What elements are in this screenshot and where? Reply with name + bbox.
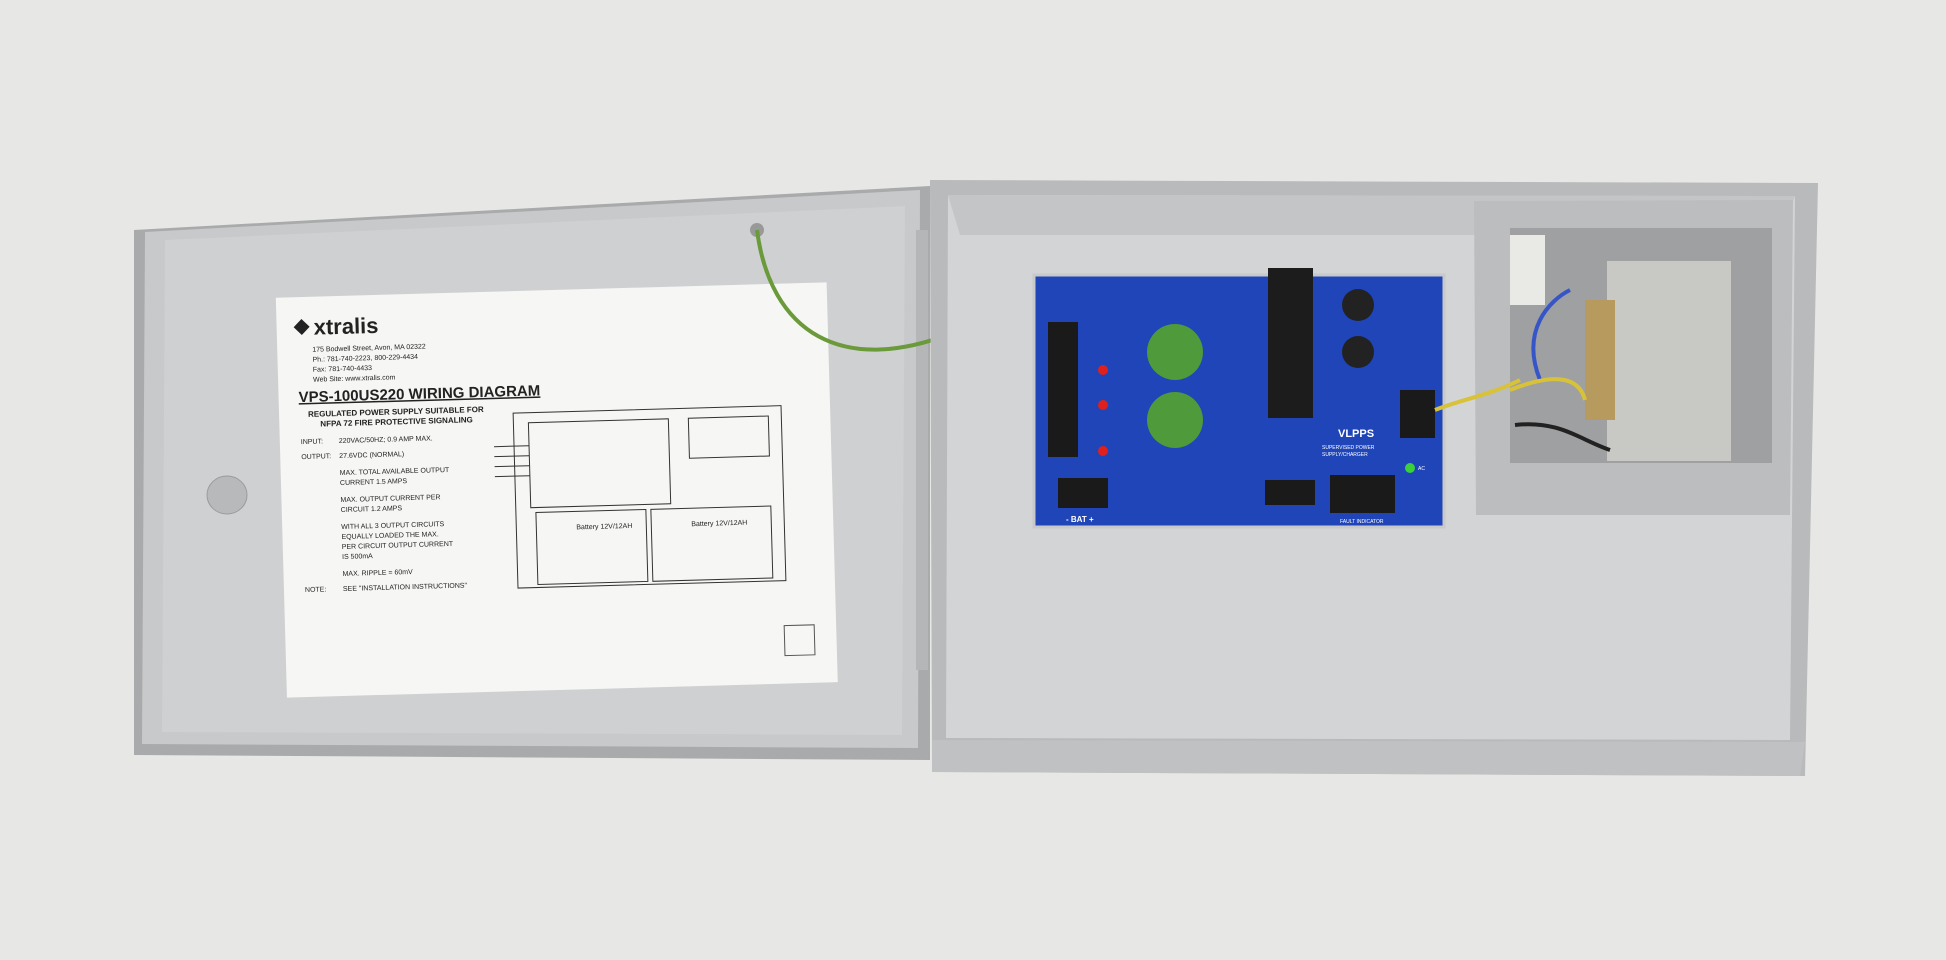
ptc-fuse-2 bbox=[1147, 392, 1203, 448]
fax: Fax: 781-740-4433 bbox=[313, 365, 372, 374]
battery-terminals bbox=[1058, 478, 1108, 508]
fault-terminals bbox=[1330, 475, 1395, 513]
board-desc-2: SUPPLY/CHARGER bbox=[1322, 452, 1368, 458]
battery-label: - BAT + bbox=[1066, 515, 1094, 524]
spec-2b: CIRCUIT 1.2 AMPS bbox=[341, 505, 403, 514]
xtralis-logo-icon bbox=[293, 319, 310, 336]
terminal-block bbox=[1510, 235, 1545, 305]
fault-led-3 bbox=[1098, 446, 1108, 456]
relay bbox=[1265, 480, 1315, 505]
ac-input-terminals bbox=[1400, 390, 1435, 438]
address: 175 Bodwell Street, Avon, MA 02322 bbox=[312, 344, 426, 354]
phone: Ph.: 781-740-2223, 800-229-4434 bbox=[312, 354, 418, 364]
board-desc-1: SUPERVISED POWER bbox=[1322, 445, 1375, 451]
board-model: VLPPS bbox=[1338, 428, 1374, 440]
battery-1-label: Battery 12V/12AH bbox=[576, 523, 632, 532]
capacitor-1 bbox=[1342, 289, 1374, 321]
power-supply-board: VLPPS SUPERVISED POWER SUPPLY/CHARGER - … bbox=[1032, 268, 1446, 529]
spec-2a: MAX. OUTPUT CURRENT PER bbox=[340, 494, 440, 504]
ac-label: AC bbox=[1418, 466, 1425, 472]
wiring-schematic bbox=[494, 405, 787, 589]
input-value: 220VAC/50HZ; 0.9 AMP MAX. bbox=[339, 435, 433, 445]
transformer-compartment bbox=[1474, 200, 1793, 515]
subtitle-2: NFPA 72 FIRE PROTECTIVE SIGNALING bbox=[320, 415, 473, 428]
ptc-fuse-1 bbox=[1147, 324, 1203, 380]
spec-1b: CURRENT 1.5 AMPS bbox=[340, 478, 408, 487]
fault-indicator-label: FAULT INDICATOR bbox=[1340, 519, 1384, 525]
wiring-diagram-label: xtralis 175 Bodwell Street, Avon, MA 023… bbox=[275, 282, 838, 698]
knockout-hole bbox=[206, 475, 248, 515]
ac-led bbox=[1405, 463, 1415, 473]
fault-led-1 bbox=[1098, 365, 1108, 375]
spec-3b: EQUALLY LOADED THE MAX. bbox=[341, 531, 438, 541]
note-value: SEE "INSTALLATION INSTRUCTIONS" bbox=[343, 582, 468, 592]
input-label: INPUT: bbox=[301, 438, 323, 446]
battery-2-label: Battery 12V/12AH bbox=[691, 520, 747, 529]
fault-led-2 bbox=[1098, 400, 1108, 410]
spec-3a: WITH ALL 3 OUTPUT CIRCUITS bbox=[341, 521, 445, 531]
spec-1a: MAX. TOTAL AVAILABLE OUTPUT bbox=[340, 467, 450, 477]
approval-mark bbox=[783, 624, 816, 657]
spec-3d: IS 500mA bbox=[342, 553, 373, 561]
transformer bbox=[1607, 261, 1731, 461]
brand-logo: xtralis bbox=[313, 313, 379, 340]
spec-4: MAX. RIPPLE = 60mV bbox=[342, 569, 413, 578]
ac-wire bbox=[1434, 378, 1521, 412]
heatsink bbox=[1268, 268, 1313, 418]
note-label: NOTE: bbox=[305, 586, 327, 594]
spec-3c: PER CIRCUIT OUTPUT CURRENT bbox=[342, 541, 454, 551]
website: Web Site: www.xtralis.com bbox=[313, 374, 396, 383]
diagram-title: VPS-100US220 WIRING DIAGRAM bbox=[298, 382, 540, 406]
output-terminals bbox=[1048, 322, 1078, 457]
capacitor-2 bbox=[1342, 336, 1374, 368]
output-value: 27.6VDC (NORMAL) bbox=[339, 451, 404, 460]
output-label: OUTPUT: bbox=[301, 453, 331, 461]
hinge bbox=[916, 230, 928, 670]
